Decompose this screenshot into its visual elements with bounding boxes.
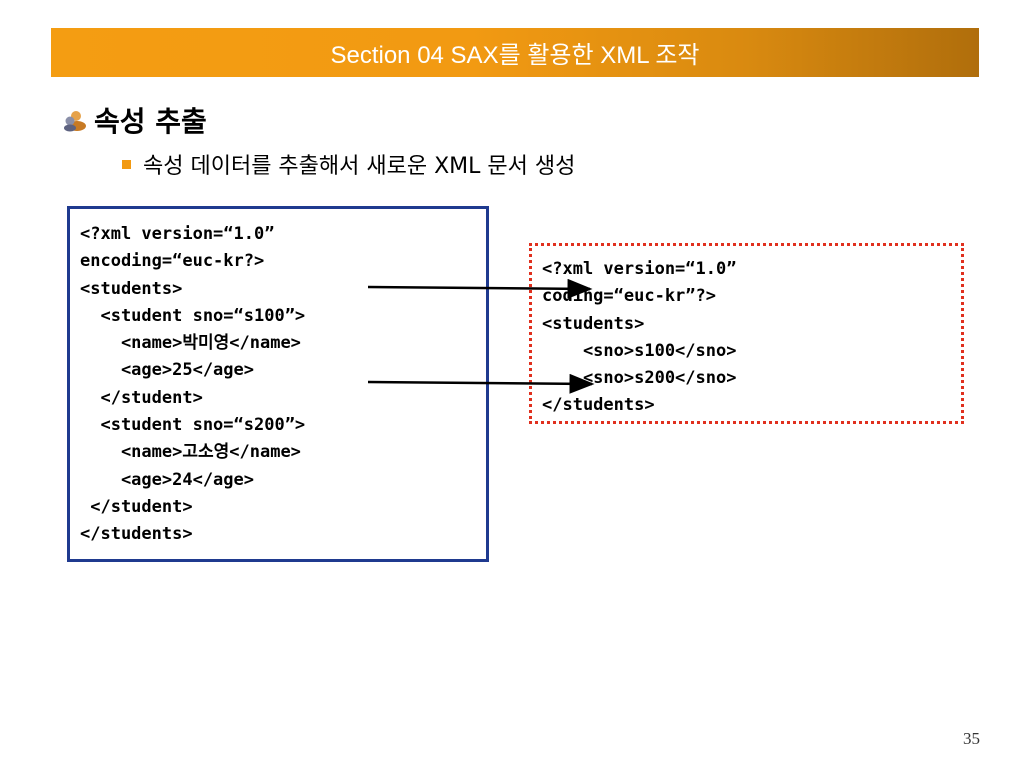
code-line: </student> xyxy=(80,496,193,517)
code-line: </students> xyxy=(542,395,655,416)
code-line: <age>25</age> xyxy=(80,360,254,381)
code-line: </student> xyxy=(80,387,203,408)
source-xml-box: <?xml version=“1.0” encoding=“euc-kr?> <… xyxy=(67,206,489,562)
code-line: <students> xyxy=(80,278,183,299)
person-bullet-icon xyxy=(64,111,86,132)
page-number: 35 xyxy=(963,729,980,748)
code-line: <sno>s200</sno> xyxy=(542,368,737,389)
code-line: coding=“euc-kr”?> xyxy=(542,286,716,307)
code-line: </students> xyxy=(80,524,193,545)
code-line: <sno>s100</sno> xyxy=(542,340,737,361)
code-line: <name>고소영</name> xyxy=(80,442,301,463)
slide-title-bar: Section 04 SAX를 활용한 XML 조작 xyxy=(51,28,979,77)
square-bullet-icon xyxy=(122,159,131,169)
bullet-level1-text: 속성 추출 xyxy=(94,105,207,138)
code-line: <student sno=“s200”> xyxy=(80,415,306,436)
code-line: <?xml version=“1.0” xyxy=(80,224,275,244)
bullet-level1: 속성 추출 xyxy=(62,100,207,140)
bullet-level2: 속성 데이터를 추출해서 새로운 XML 문서 생성 xyxy=(122,148,575,180)
code-line: <students> xyxy=(542,313,645,334)
result-xml-code: <?xml version=“1.0” coding=“euc-kr”?> <s… xyxy=(542,256,961,420)
bullet-level2-text: 속성 데이터를 추출해서 새로운 XML 문서 생성 xyxy=(143,154,576,179)
code-line: encoding=“euc-kr?> xyxy=(80,251,265,272)
slide-title: Section 04 SAX를 활용한 XML 조작 xyxy=(330,42,700,69)
code-line: <student sno=“s100”> xyxy=(80,305,306,326)
code-line: <name>박미영</name> xyxy=(80,333,301,354)
source-xml-code: <?xml version=“1.0” encoding=“euc-kr?> <… xyxy=(80,221,486,549)
code-line: <?xml version=“1.0” xyxy=(542,259,737,279)
code-line: <age>24</age> xyxy=(80,469,254,490)
result-xml-box: <?xml version=“1.0” coding=“euc-kr”?> <s… xyxy=(529,243,964,424)
